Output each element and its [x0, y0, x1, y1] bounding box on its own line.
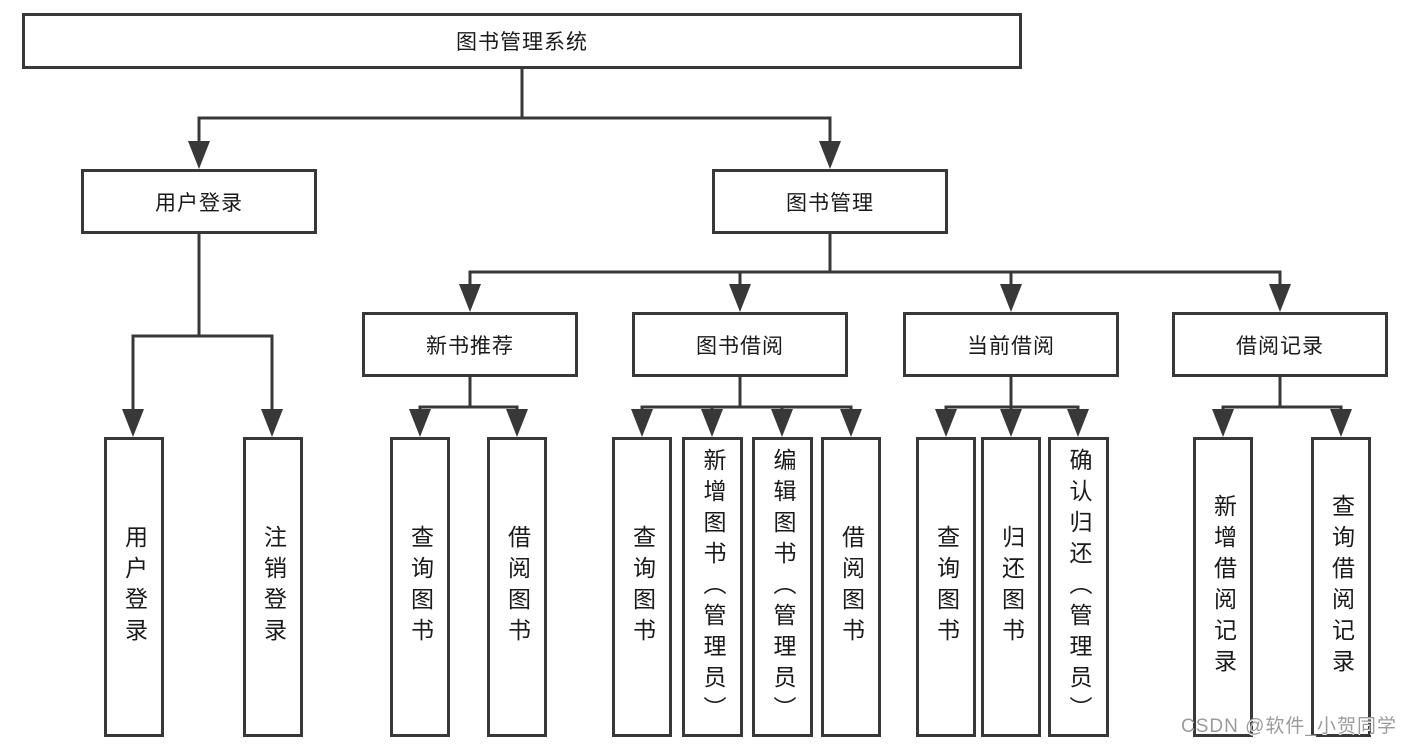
- leaf-add-book-admin: 新增图书（管理员）: [682, 437, 743, 737]
- csdn-watermark: CSDN @软件_小贺同学: [1181, 716, 1397, 737]
- node-user-login: 用户登录: [81, 169, 317, 234]
- leaf-query-books-borrow: 查询图书: [612, 437, 672, 737]
- leaf-label: 新增借阅记录: [1210, 494, 1237, 680]
- leaf-query-borrow-record: 查询借阅记录: [1311, 437, 1371, 737]
- leaf-label: 查询图书: [407, 525, 434, 649]
- leaf-label: 用户登录: [121, 525, 148, 649]
- node-book-management: 图书管理: [712, 169, 948, 234]
- leaf-label: 新增图书（管理员）: [700, 447, 726, 727]
- leaf-add-borrow-record: 新增借阅记录: [1193, 437, 1253, 737]
- leaf-label: 查询图书: [933, 525, 960, 649]
- leaf-query-books-recommend: 查询图书: [390, 437, 450, 737]
- node-borrow-records: 借阅记录: [1172, 312, 1388, 377]
- leaf-label: 编辑图书（管理员）: [770, 447, 796, 727]
- leaf-confirm-return-admin: 确认归还（管理员）: [1048, 437, 1109, 737]
- leaf-label: 借阅图书: [504, 525, 531, 649]
- leaf-label: 归还图书: [998, 525, 1025, 649]
- node-root: 图书管理系统: [22, 13, 1022, 69]
- leaf-label: 确认归还（管理员）: [1066, 447, 1092, 727]
- leaf-edit-book-admin: 编辑图书（管理员）: [752, 437, 813, 737]
- leaf-label: 注销登录: [260, 525, 287, 649]
- node-current-borrow: 当前借阅: [903, 312, 1119, 377]
- leaf-label: 查询图书: [629, 525, 656, 649]
- node-book-borrow: 图书借阅: [632, 312, 848, 377]
- node-new-book-recommend: 新书推荐: [362, 312, 578, 377]
- leaf-borrow-books: 借阅图书: [821, 437, 881, 737]
- leaf-label: 查询借阅记录: [1328, 494, 1355, 680]
- leaf-borrow-books-recommend: 借阅图书: [487, 437, 547, 737]
- leaf-label: 借阅图书: [838, 525, 865, 649]
- leaf-return-book: 归还图书: [981, 437, 1041, 737]
- leaf-logout: 注销登录: [243, 437, 303, 737]
- leaf-user-login: 用户登录: [104, 437, 164, 737]
- leaf-query-books-current: 查询图书: [916, 437, 976, 737]
